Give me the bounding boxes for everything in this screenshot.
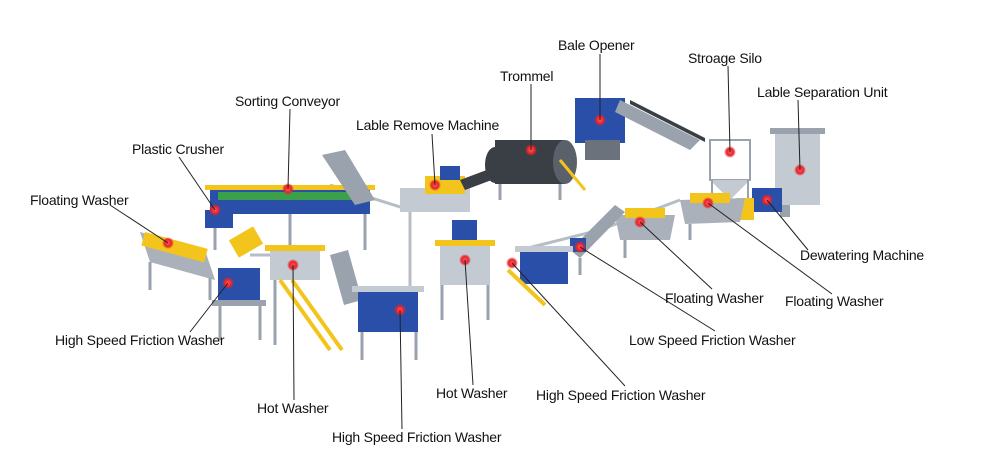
label-lable-separation-unit: Lable Separation Unit	[757, 84, 888, 100]
label-high-speed-friction-washer-middle: High Speed Friction Washer	[332, 429, 502, 445]
hot-washer-middle-machine	[435, 220, 495, 320]
label-high-speed-friction-washer-right: High Speed Friction Washer	[536, 387, 706, 403]
label-low-speed-friction-washer: Low Speed Friction Washer	[629, 332, 796, 348]
label-floating-washer-middle: Floating Washer	[665, 290, 764, 306]
leader-lable-separation	[797, 99, 801, 171]
label-hot-washer-left: Hot Washer	[257, 400, 329, 416]
leader-hot-washer-left	[292, 264, 295, 401]
hot-washer-left-machine	[265, 245, 362, 352]
leader-floating-washer-right	[707, 202, 833, 295]
leader-floating-washer-middle	[639, 221, 713, 290]
label-floating-washer-right: Floating Washer	[785, 293, 884, 309]
leader-lines	[109, 54, 833, 430]
label-stroage-silo: Stroage Silo	[688, 50, 762, 66]
label-floating-washer-left: Floating Washer	[30, 192, 129, 208]
label-bale-opener: Bale Opener	[558, 37, 635, 53]
red-markers	[162, 114, 806, 316]
label-lable-remove-machine: Lable Remove Machine	[356, 117, 500, 133]
label-hot-washer-middle: Hot Washer	[436, 385, 508, 401]
lable-remove-machine	[400, 165, 505, 212]
label-high-speed-friction-washer-left: High Speed Friction Washer	[55, 332, 225, 348]
leader-lable-remove	[431, 133, 436, 186]
sorting-conveyor-machine	[205, 150, 375, 250]
label-dewatering-machine: Dewatering Machine	[800, 247, 925, 263]
leader-high-speed-left	[189, 282, 229, 333]
leader-high-speed-right	[511, 262, 626, 387]
high-speed-friction-washer-left-machine	[212, 226, 266, 340]
leader-floating-washer-left	[109, 204, 169, 244]
label-plastic-crusher: Plastic Crusher	[132, 141, 224, 157]
leader-low-speed	[579, 246, 716, 332]
leader-plastic-crusher	[178, 156, 216, 211]
floating-washer-middle-machine	[615, 208, 675, 258]
leader-stroage-silo	[727, 65, 731, 153]
high-speed-friction-washer-right-machine	[506, 246, 573, 307]
label-sorting-conveyor: Sorting Conveyor	[235, 93, 340, 109]
leader-sorting-conveyor	[287, 108, 291, 190]
bale-opener-machine	[575, 98, 705, 160]
label-trommel: Trommel	[500, 68, 554, 84]
leader-dewatering	[766, 199, 809, 251]
low-speed-friction-washer-machine	[570, 205, 625, 275]
high-speed-friction-washer-middle-machine	[352, 286, 424, 360]
leader-hot-washer-middle	[464, 259, 474, 386]
leader-high-speed-middle	[399, 309, 403, 430]
